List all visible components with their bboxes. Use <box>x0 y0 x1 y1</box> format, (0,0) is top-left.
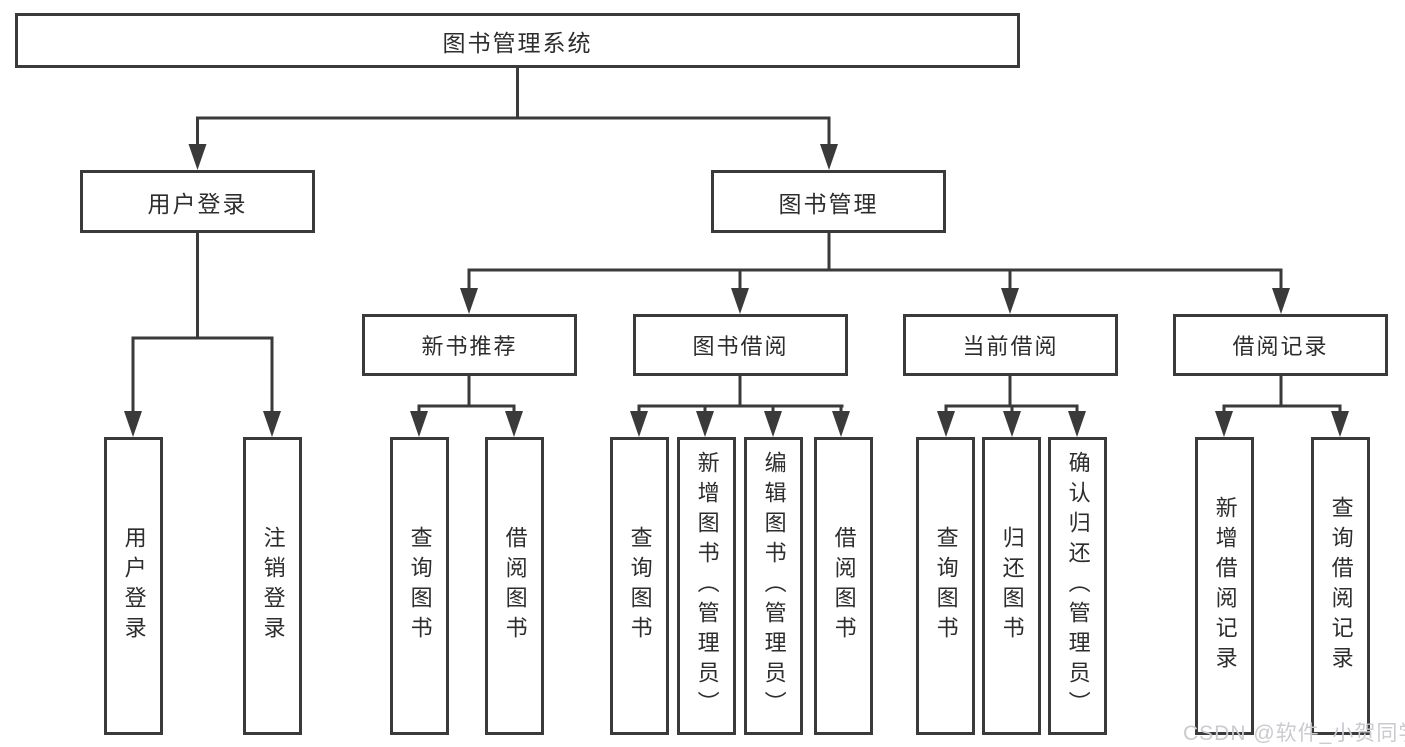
node-label: 新增图书（管理员） <box>694 451 720 721</box>
node-user-login-leaf: 用户登录 <box>104 437 163 735</box>
node-label: 借阅记录 <box>1232 334 1329 359</box>
node-logout-leaf: 注销登录 <box>243 437 302 735</box>
node-label: 查询图书 <box>407 526 433 646</box>
node-search-books-2: 查询图书 <box>610 437 669 735</box>
node-borrow-books-1: 借阅图书 <box>485 437 544 735</box>
node-borrow-records: 借阅记录 <box>1173 314 1388 376</box>
node-add-books-admin: 新增图书（管理员） <box>677 437 736 735</box>
node-label: 查询借阅记录 <box>1328 496 1354 676</box>
node-edit-books-admin: 编辑图书（管理员） <box>744 437 803 735</box>
node-label: 注销登录 <box>260 526 286 646</box>
node-label: 查询图书 <box>933 526 959 646</box>
node-library-system: 图书管理系统 <box>15 13 1020 68</box>
node-borrow-books-2: 借阅图书 <box>814 437 873 735</box>
node-current-borrow: 当前借阅 <box>903 314 1118 376</box>
node-search-borrow-record: 查询借阅记录 <box>1311 437 1370 735</box>
connector-arrowheads <box>124 144 1349 437</box>
node-label: 新书推荐 <box>421 334 518 359</box>
node-label: 确认归还（管理员） <box>1065 451 1091 721</box>
node-label: 借阅图书 <box>502 526 528 646</box>
node-search-books-3: 查询图书 <box>916 437 975 735</box>
node-search-books-1: 查询图书 <box>390 437 449 735</box>
node-label: 用户登录 <box>121 526 147 646</box>
node-user-login: 用户登录 <box>80 170 315 233</box>
node-label: 新增借阅记录 <box>1212 496 1238 676</box>
node-book-borrow: 图书借阅 <box>633 314 848 376</box>
node-new-book-recommend: 新书推荐 <box>362 314 577 376</box>
csdn-watermark: CSDN @软件_小贺同学 <box>1183 722 1405 745</box>
node-add-borrow-record: 新增借阅记录 <box>1195 437 1254 735</box>
node-label: 当前借阅 <box>962 334 1059 359</box>
node-book-management: 图书管理 <box>711 170 946 233</box>
node-confirm-return-admin: 确认归还（管理员） <box>1048 437 1107 735</box>
node-label: 用户登录 <box>147 190 248 217</box>
node-label: 查询图书 <box>627 526 653 646</box>
node-label: 归还图书 <box>999 526 1025 646</box>
node-label: 图书管理 <box>778 190 879 217</box>
node-label: 编辑图书（管理员） <box>761 451 787 721</box>
node-label: 图书管理系统 <box>442 29 593 56</box>
node-return-books: 归还图书 <box>982 437 1041 735</box>
node-label: 图书借阅 <box>692 334 789 359</box>
node-label: 借阅图书 <box>831 526 857 646</box>
